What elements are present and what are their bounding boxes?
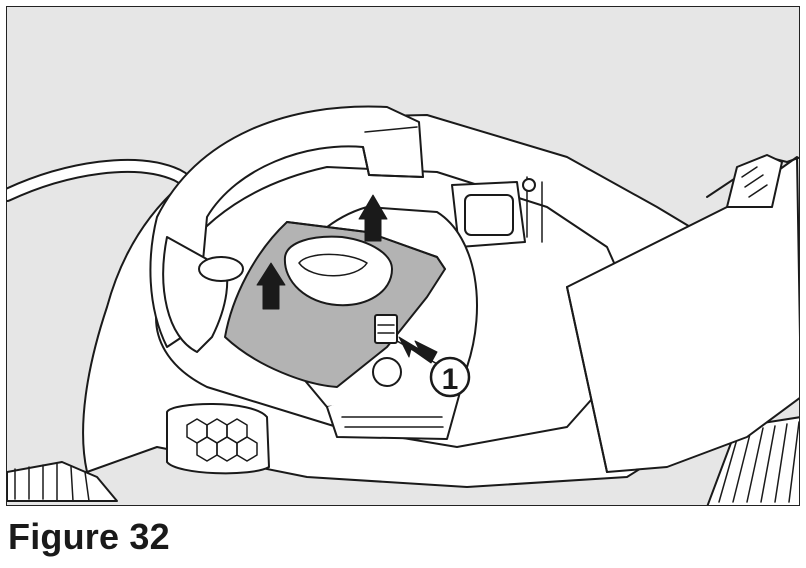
front-grill [166, 403, 270, 475]
carry-handle [149, 105, 424, 348]
cleaner-illustration: 1 [7, 105, 799, 505]
figure-illustration: 1 [6, 6, 800, 506]
right-track [706, 416, 799, 505]
release-clip [374, 314, 398, 344]
lift-arrow-left [256, 262, 286, 310]
callout-number: 1 [442, 363, 459, 396]
callout-1: 1 [429, 356, 471, 398]
grill-hexagons [186, 418, 258, 462]
lift-arrow-right [358, 194, 388, 242]
figure-caption: Figure 32 [8, 516, 170, 557]
press-arrow [398, 336, 438, 364]
left-track [7, 461, 118, 502]
